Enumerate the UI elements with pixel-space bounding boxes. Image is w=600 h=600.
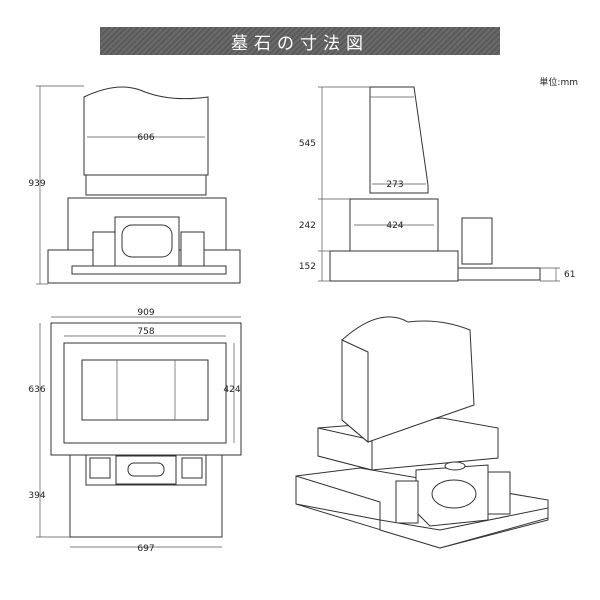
front-family-crest bbox=[121, 224, 173, 258]
side-incense-post bbox=[461, 217, 493, 265]
iso-tombstone bbox=[341, 316, 475, 443]
front-neck bbox=[85, 174, 207, 196]
side-base-height-label: 152 bbox=[299, 262, 316, 272]
plan-front-width-label: 697 bbox=[137, 544, 154, 554]
side-mid-height-label: 242 bbox=[299, 221, 316, 231]
plan-inner-width-label: 758 bbox=[137, 327, 154, 337]
title: 墓石の寸法図 bbox=[231, 33, 369, 54]
front-left-post bbox=[92, 231, 117, 271]
plan-right-post bbox=[181, 457, 203, 479]
iso-family-crest bbox=[431, 479, 477, 509]
side-lower-base bbox=[329, 250, 459, 282]
side-top-width-label: 273 bbox=[386, 180, 403, 190]
plan-depth-label: 636 bbox=[28, 385, 45, 395]
side-step-height-label: 61 bbox=[564, 270, 575, 280]
unit-label: 単位:mm bbox=[539, 78, 578, 88]
iso-right-post bbox=[487, 471, 511, 515]
plan-front-depth-label: 394 bbox=[28, 491, 45, 501]
front-tombstone bbox=[83, 86, 209, 176]
title-banner: 墓石の寸法図 bbox=[100, 27, 500, 55]
plan-tombstone bbox=[81, 359, 209, 421]
front-step bbox=[71, 265, 227, 275]
front-height-label: 939 bbox=[28, 179, 45, 189]
plan-left-post bbox=[89, 457, 111, 479]
side-mid-width-label: 424 bbox=[386, 221, 403, 231]
front-view: 606 939 bbox=[28, 85, 241, 285]
side-step bbox=[457, 267, 541, 281]
side-tombstone bbox=[369, 86, 429, 194]
front-width-label: 606 bbox=[137, 133, 154, 143]
plan-inner-depth-label: 424 bbox=[223, 385, 240, 395]
side-top-height-label: 545 bbox=[299, 139, 316, 149]
isometric-view bbox=[295, 316, 549, 549]
front-right-post bbox=[180, 231, 205, 271]
plan-view: 909 758 636 424 394 697 bbox=[28, 308, 242, 554]
plan-outer-width-label: 909 bbox=[137, 308, 154, 318]
side-view: 273 424 545 242 152 61 bbox=[299, 86, 575, 282]
iso-left-post bbox=[395, 480, 419, 524]
plan-incense-bowl bbox=[127, 462, 165, 477]
iso-step bbox=[379, 507, 549, 549]
